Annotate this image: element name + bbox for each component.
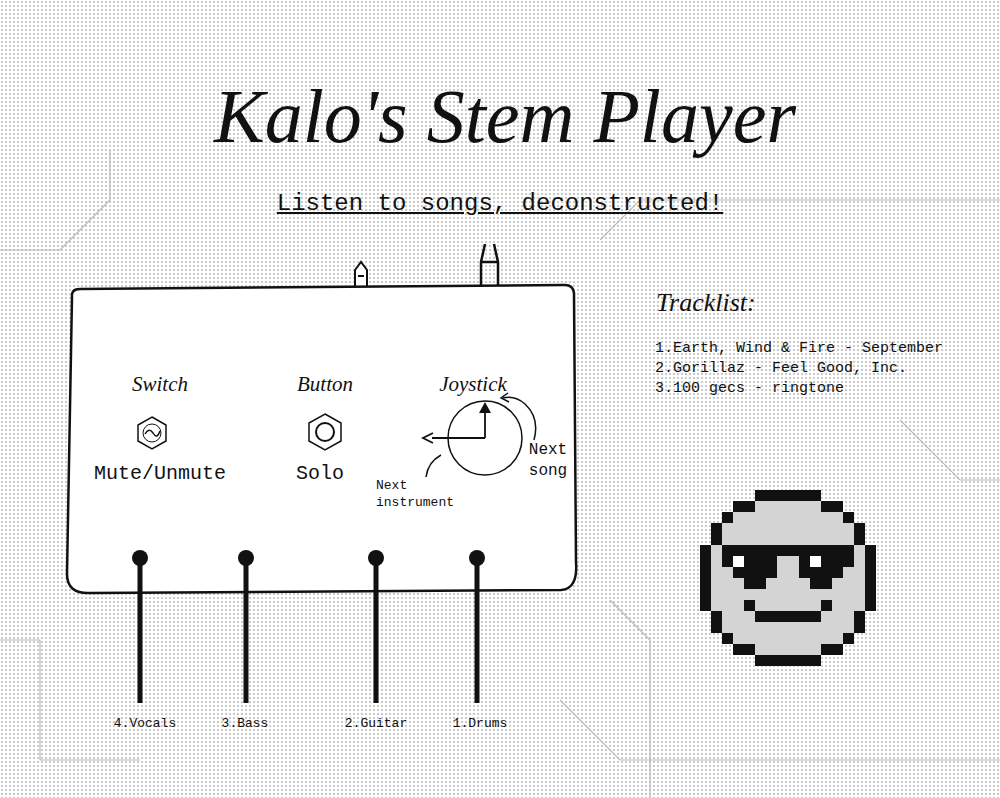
joystick-note: Next song [517,440,579,482]
control-heading-holder: Button [297,372,353,397]
joystick-arrowhead [479,402,491,413]
track-item: 3.100 gecs - ringtone [655,379,844,399]
control-function: Mute/Unmute [94,462,226,486]
jack-sketch [481,244,498,286]
device-node: SwitchMute/Unmute ButtonSolo JoystickNext … [70,285,583,593]
circuit-traces [0,150,1000,798]
title-holder: Kalo's Stem Player [214,78,796,154]
button-symbol [316,423,334,441]
joystick-note-holder: Next song [517,440,579,482]
wire-label: 4.Vocals [114,716,176,732]
control-heading-holder: Switch [132,372,188,397]
wire-label-holder: 1.Drums [453,714,508,732]
switch-symbol [145,430,160,436]
circuit-trace [0,150,110,250]
switch-symbol [138,417,166,449]
wire-label-holder: 3.Bass [222,714,269,732]
smiley-outline [700,490,876,666]
joystick-arrow [432,437,485,439]
plug-sketch [358,275,364,277]
control-heading: Joystick [439,372,507,397]
pixel-smiley [700,490,876,666]
track-item: 1.Earth, Wind & Fire - September [655,339,943,359]
subtitle: Listen to songs, deconstructed! [277,190,723,219]
track-item-holder: 2.Gorillaz - Feel Good, Inc. [655,359,907,379]
leader-curve [503,397,536,440]
wire [140,560,477,703]
subtitle-holder: Listen to songs, deconstructed! [277,190,723,219]
track-item-holder: 3.100 gecs - ringtone [655,379,844,399]
control-function-holder: Solo [296,462,344,486]
joystick-arrow [484,410,486,438]
control-heading-holder: Joystick [439,372,507,397]
circuit-trace [900,420,1000,480]
circuit-trace [610,600,650,798]
wire-label: 1.Drums [453,716,508,732]
wire-label-holder: 2.Guitar [345,714,407,732]
joystick-arrowhead [423,433,433,443]
device-housing [67,285,576,593]
track-item-holder: 1.Earth, Wind & Fire - September [655,339,943,359]
tracklist-heading-holder: Tracklist: [656,287,756,318]
switch-symbol [143,424,161,442]
circuit-trace [0,640,140,760]
control-function-holder: Mute/Unmute [94,462,226,486]
control-function: Solo [296,462,344,486]
leader-curve [426,455,441,477]
wire-label: 3.Bass [222,716,269,732]
plug-sketch [355,262,367,286]
control-heading: Switch [132,372,188,397]
wire-label-holder: 4.Vocals [114,714,176,732]
circuit-trace [560,700,1000,760]
joystick-note: Next instrument [376,478,472,512]
tracklist-heading: Tracklist: [656,287,756,318]
control-heading: Button [297,372,353,397]
title: Kalo's Stem Player [214,78,796,154]
track-item: 2.Gorillaz - Feel Good, Inc. [655,359,907,379]
joystick-note-holder: Next instrument [376,478,472,512]
button-symbol [309,414,341,450]
wire-label: 2.Guitar [345,716,407,732]
